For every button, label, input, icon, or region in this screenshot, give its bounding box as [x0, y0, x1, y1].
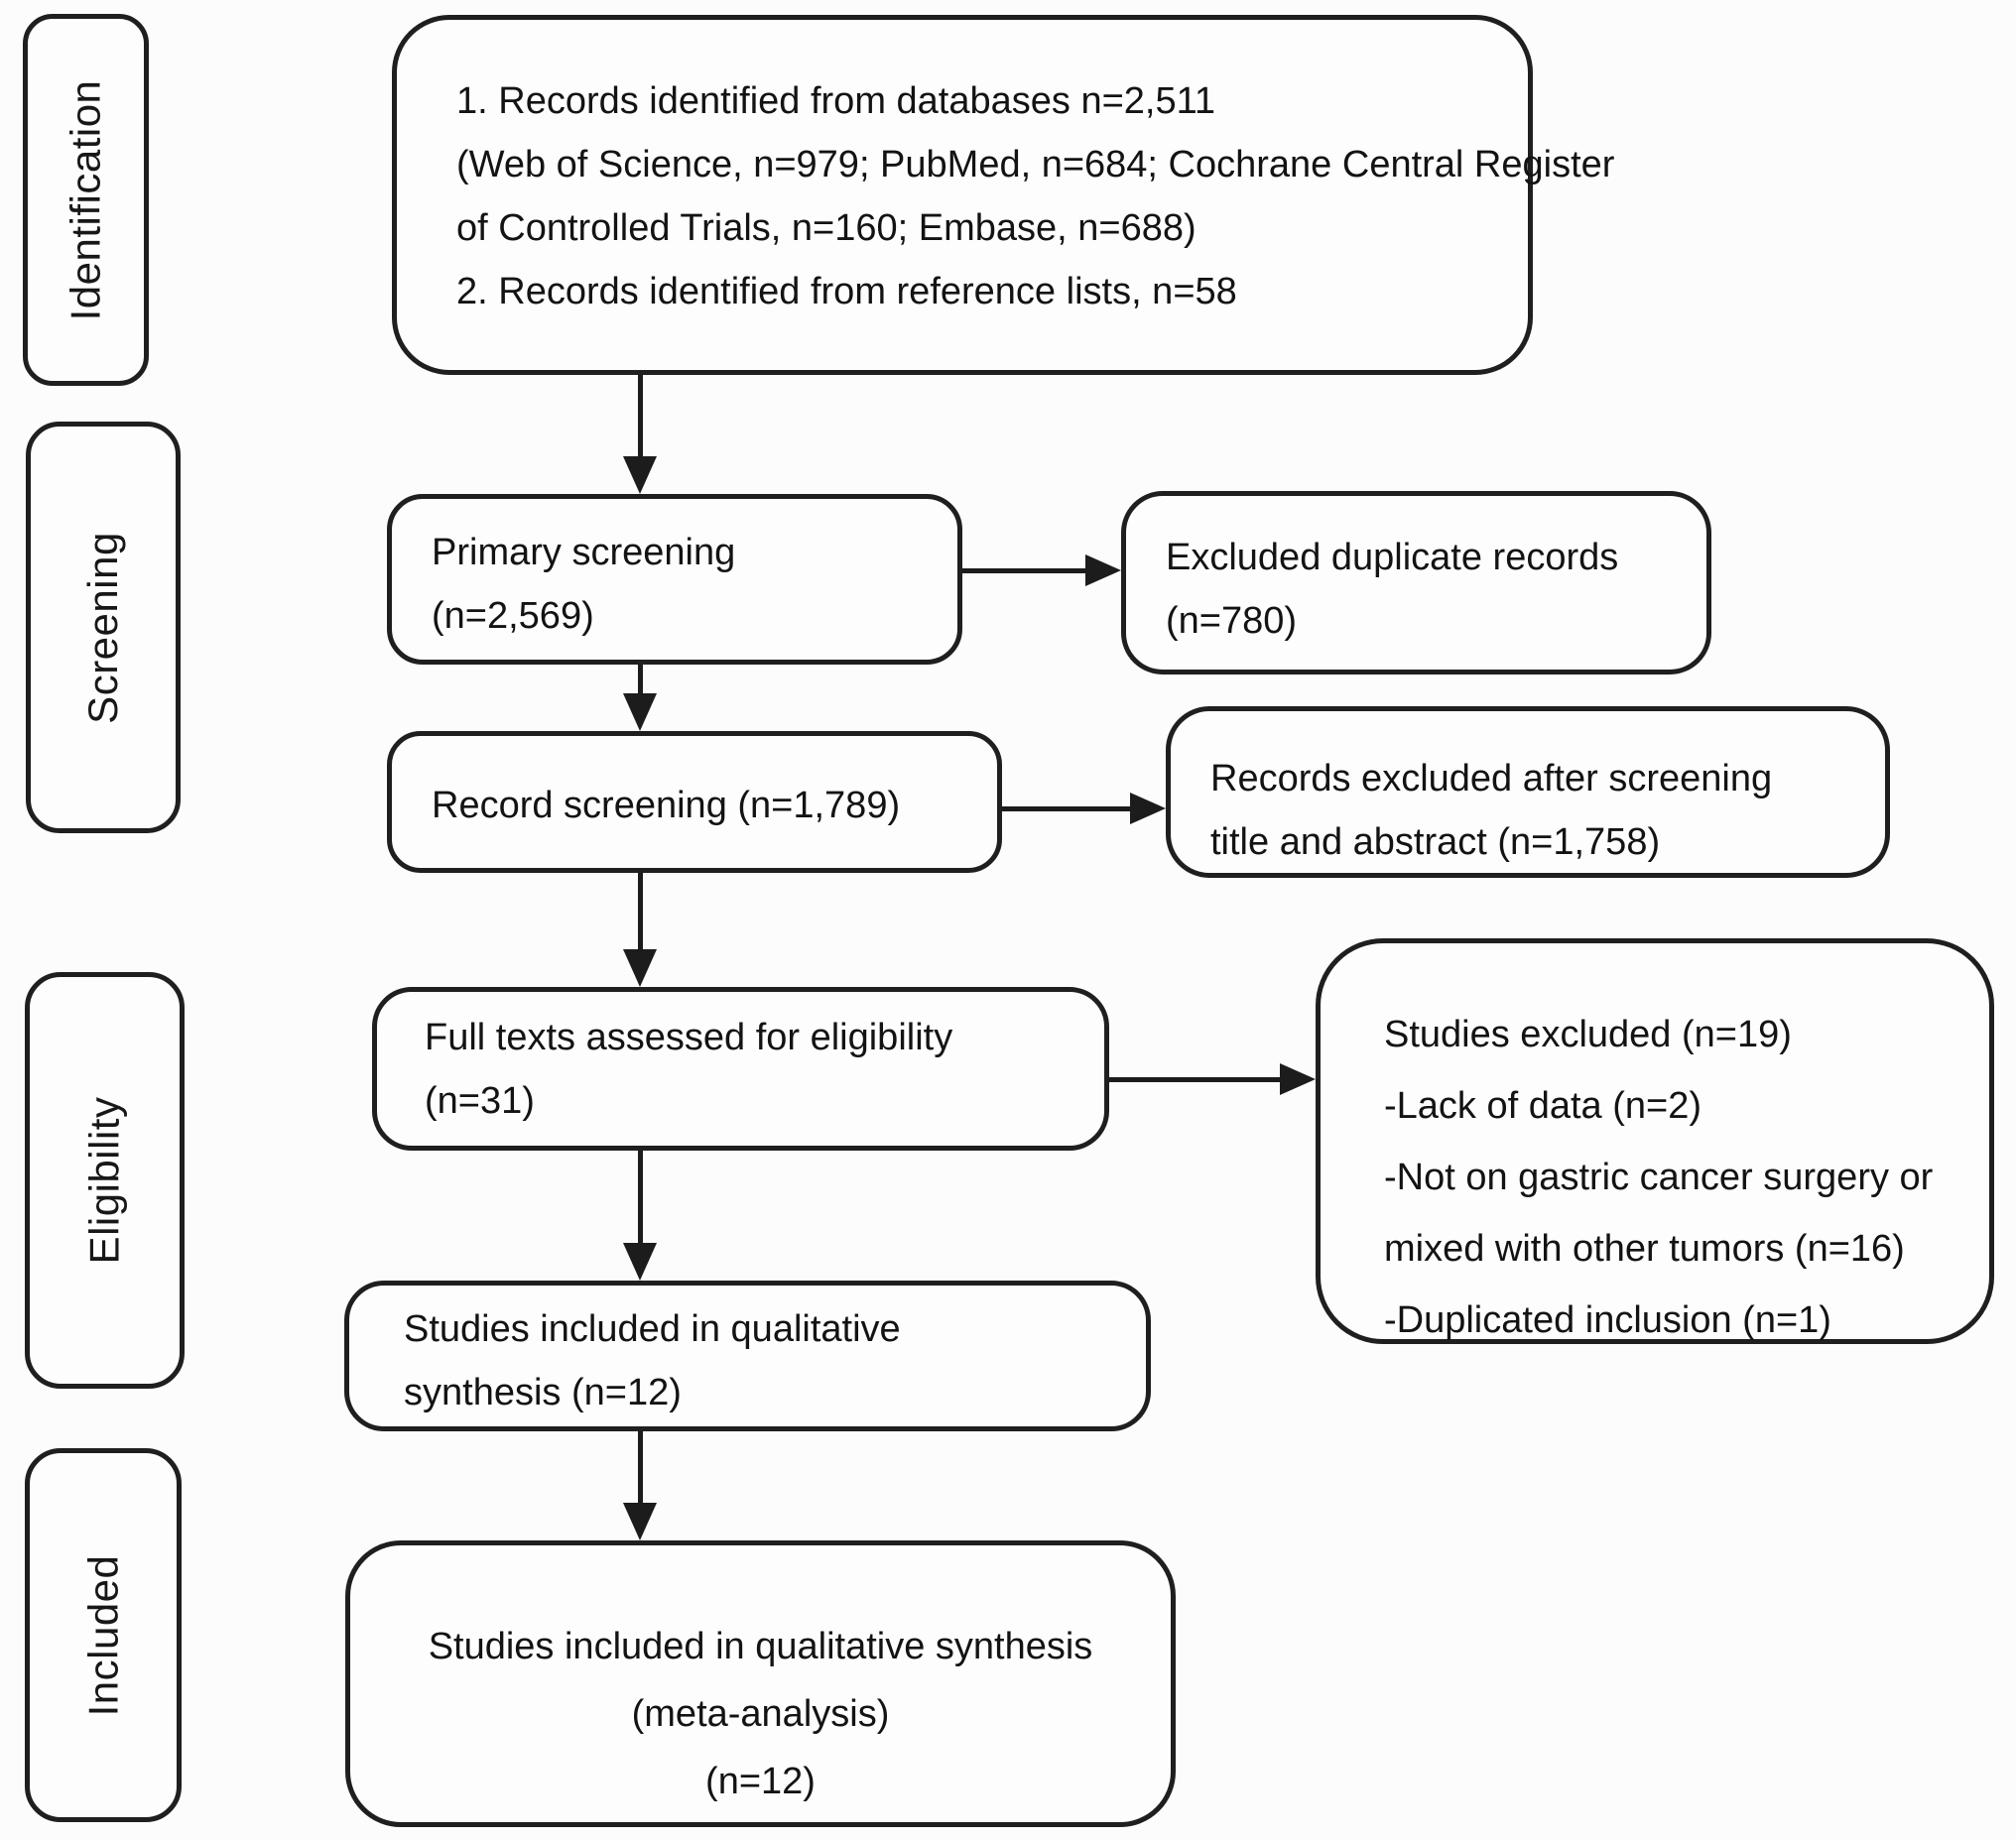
meta-analysis-line-2: (meta-analysis)	[631, 1693, 890, 1735]
arrow-record-to-fulltexts	[638, 873, 643, 951]
qualitative-synthesis-line-1: Studies included in qualitative	[404, 1308, 901, 1350]
stage-box-identification: Identification	[23, 14, 149, 386]
primary-screening-line-2: (n=2,569)	[432, 595, 594, 637]
meta-analysis-line-1: Studies included in qualitative synthesi…	[428, 1626, 1093, 1667]
arrow-primary-to-duplicates	[962, 568, 1087, 573]
arrow-record-to-excluded-head	[1130, 793, 1166, 824]
studies-excluded-line-1: Studies excluded (n=19)	[1384, 1014, 1792, 1055]
arrow-qualitative-to-meta-head	[623, 1503, 657, 1540]
stage-label-screening: Screening	[79, 531, 126, 724]
full-texts-line-1: Full texts assessed for eligibility	[425, 1017, 953, 1058]
excluded-duplicates-line-1: Excluded duplicate records	[1166, 537, 1619, 578]
arrow-primary-to-record-head	[623, 693, 657, 731]
arrow-identification-to-primary-head	[623, 456, 657, 494]
arrow-identification-to-primary	[638, 375, 643, 458]
studies-excluded-line-3: -Not on gastric cancer surgery or	[1384, 1157, 1934, 1198]
excluded-duplicates-line-2: (n=780)	[1166, 600, 1298, 642]
record-screening-box: Record screening (n=1,789)	[387, 731, 1002, 873]
records-identified-box: 1. Records identified from databases n=2…	[392, 15, 1614, 375]
stage-box-eligibility: Eligibility	[25, 972, 185, 1389]
studies-excluded-line-5: -Duplicated inclusion (n=1)	[1384, 1299, 1831, 1341]
meta-analysis-box: Studies included in qualitative synthesi…	[345, 1540, 1176, 1827]
qualitative-synthesis-box: Studies included in qualitative synthesi…	[344, 1281, 1151, 1431]
records-excluded-box: Records excluded after screening title a…	[1166, 706, 1890, 878]
arrow-fulltexts-to-qualitative	[638, 1151, 643, 1245]
primary-screening-line-1: Primary screening	[432, 532, 736, 573]
primary-screening-box: Primary screening (n=2,569)	[387, 494, 962, 665]
records-identified-line-4: 2. Records identified from reference lis…	[456, 271, 1237, 312]
meta-analysis-line-3: (n=12)	[705, 1761, 816, 1802]
records-identified-line-1: 1. Records identified from databases n=2…	[456, 80, 1216, 122]
arrow-record-to-fulltexts-head	[623, 949, 657, 987]
arrow-primary-to-duplicates-head	[1085, 554, 1121, 586]
qualitative-synthesis-line-2: synthesis (n=12)	[404, 1372, 682, 1413]
arrow-record-to-excluded	[1002, 806, 1132, 811]
stage-box-screening: Screening	[26, 422, 181, 833]
studies-excluded-line-4: mixed with other tumors (n=16)	[1384, 1228, 1905, 1270]
arrow-fulltexts-to-studies-excluded	[1109, 1077, 1282, 1082]
full-texts-line-2: (n=31)	[425, 1080, 535, 1122]
studies-excluded-line-2: -Lack of data (n=2)	[1384, 1085, 1702, 1127]
records-excluded-line-2: title and abstract (n=1,758)	[1210, 821, 1661, 863]
arrow-qualitative-to-meta	[638, 1431, 643, 1505]
records-identified-line-2: (Web of Science, n=979; PubMed, n=684; C…	[456, 144, 1615, 185]
arrow-fulltexts-to-studies-excluded-head	[1280, 1063, 1316, 1095]
stage-label-identification: Identification	[62, 79, 109, 320]
stage-label-included: Included	[79, 1554, 127, 1716]
stage-label-eligibility: Eligibility	[80, 1096, 128, 1265]
records-identified-line-3: of Controlled Trials, n=160; Embase, n=6…	[456, 207, 1197, 249]
arrow-fulltexts-to-qualitative-head	[623, 1243, 657, 1281]
full-texts-box: Full texts assessed for eligibility (n=3…	[372, 987, 1109, 1151]
records-excluded-line-1: Records excluded after screening	[1210, 758, 1773, 799]
record-screening-line-1: Record screening (n=1,789)	[432, 785, 901, 826]
studies-excluded-box: Studies excluded (n=19) -Lack of data (n…	[1316, 938, 1994, 1344]
arrow-primary-to-record	[638, 665, 643, 695]
stage-box-included: Included	[25, 1448, 182, 1822]
excluded-duplicates-box: Excluded duplicate records (n=780)	[1121, 491, 1711, 675]
